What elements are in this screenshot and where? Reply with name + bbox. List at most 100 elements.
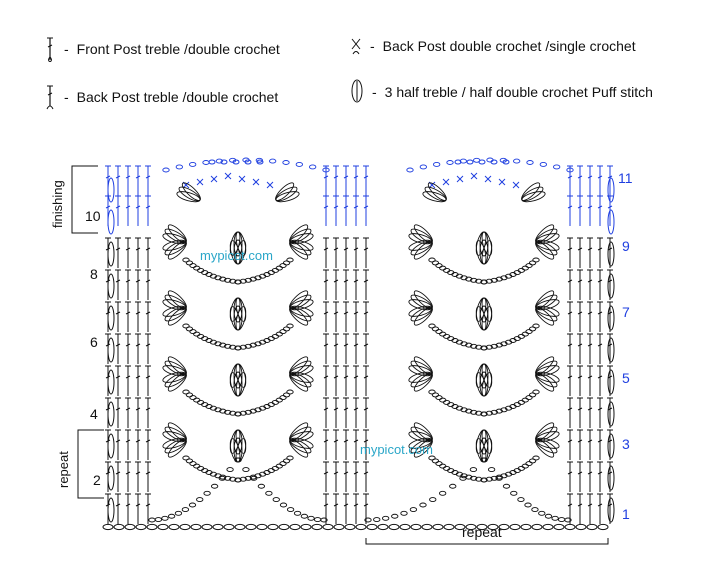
post-stitch-bar [135, 503, 141, 507]
post-stitch-bar [323, 503, 329, 507]
chain-stitch [469, 467, 478, 473]
post-stitch-bar [125, 407, 131, 411]
chain-stitch [551, 515, 559, 521]
chain-stitch [162, 167, 170, 173]
back-post-sc [512, 181, 520, 189]
chain-stitch [465, 342, 473, 348]
puff-stitch [275, 191, 300, 203]
chain-stitch [564, 523, 576, 531]
chain-stitch [470, 409, 478, 415]
post-stitch-bar [115, 343, 121, 347]
back-post-sc [498, 178, 506, 186]
legend-dash: - [64, 41, 69, 57]
chain-stitch [286, 455, 294, 461]
post-stitch-bar [363, 279, 369, 283]
chain-stitch [564, 517, 572, 523]
chain-stitch [220, 159, 228, 165]
puff-stitch-cluster [289, 224, 314, 245]
puff-stitch-cluster [229, 239, 247, 265]
chain-stitch [410, 523, 422, 531]
chain-stitch [320, 517, 328, 523]
chain-stitch [525, 461, 533, 467]
puff-stitch-cluster [475, 239, 493, 265]
chain-stitch [465, 276, 473, 282]
chain-stitch [532, 455, 540, 461]
chain-stitch [275, 463, 283, 469]
post-stitch-bar [597, 279, 603, 283]
finishing-bracket [71, 165, 98, 234]
chain-stitch [279, 329, 287, 335]
row-label-10: 10 [85, 208, 101, 224]
chain-stitch [279, 395, 287, 401]
chain-stitch [189, 161, 197, 167]
post-stitch-bar [323, 407, 329, 411]
legend-text: 3 half treble / half double crochet Puff… [384, 84, 653, 100]
post-stitch-bar [125, 205, 131, 209]
chain-stitch [475, 344, 483, 350]
chain-stitch [446, 160, 454, 165]
post-stitch-bar [363, 247, 369, 251]
chain-stitch [242, 157, 250, 163]
puff-stitch-cluster [521, 182, 546, 203]
row-label-3: 3 [622, 436, 630, 452]
puff-stitch [481, 372, 493, 397]
chain-stitch [307, 515, 315, 521]
post-stitch-bar [343, 205, 349, 209]
chain-stitch [257, 483, 266, 489]
chain-stitch [510, 490, 518, 496]
chain-stitch [223, 523, 235, 531]
post-stitch-bar [597, 503, 603, 507]
puff-stitch [535, 307, 555, 326]
post-stitch-bar [353, 205, 359, 209]
chain-stitch [443, 523, 455, 531]
chain-stitch [219, 408, 227, 414]
puff-stitch-cluster [422, 182, 447, 203]
post-stitch-bar [115, 247, 121, 251]
chain-stitch [435, 329, 443, 335]
turning-chain [607, 273, 615, 299]
chain-stitch [364, 517, 372, 523]
back-post-sc [470, 172, 478, 180]
puff-stitch-cluster [408, 290, 433, 311]
post-stitch-bar [323, 375, 329, 379]
puff-stitch-cluster [162, 437, 187, 458]
chain-stitch [419, 502, 427, 508]
post-stitch-bar [363, 407, 369, 411]
post-stitch-bar [567, 175, 573, 179]
chain-stitch [249, 276, 257, 282]
post-stitch-bar [333, 439, 339, 443]
post-stitch-bar [125, 343, 131, 347]
back-post-sc [484, 175, 492, 183]
puff-stitch [408, 437, 433, 449]
post-stitch-bar [597, 407, 603, 411]
chain-stitch [278, 523, 290, 531]
chain-stitch [193, 397, 201, 403]
chain-stitch [279, 502, 288, 508]
chain-stitch [480, 279, 488, 285]
chain-stitch [532, 323, 540, 329]
turning-chain [107, 433, 115, 459]
chain-stitch [256, 523, 268, 531]
chain-stitch [249, 474, 257, 480]
watermark-text: mypicot.com [200, 248, 273, 263]
post-stitch-bar [577, 175, 583, 179]
chain-stitch [460, 341, 468, 347]
chain-stitch [212, 523, 224, 531]
post-stitch-bar [567, 279, 573, 283]
puff-stitch-cluster [535, 356, 560, 377]
chain-stitch [189, 461, 197, 467]
post-stitch-bar [597, 311, 603, 315]
post-stitch-bar [323, 471, 329, 475]
puff-stitch [162, 239, 187, 251]
chain-stitch [224, 409, 232, 415]
repeat-bottom-bracket [365, 538, 609, 545]
back-post-sc [442, 178, 450, 186]
chain-stitch [239, 278, 247, 284]
puff-stitch-cluster [289, 437, 314, 458]
post-stitch-bar [363, 471, 369, 475]
chain-stitch [525, 263, 533, 269]
post-stitch-bar [607, 175, 613, 179]
chain-stitch [566, 167, 574, 173]
post-stitch-bar [343, 471, 349, 475]
post-stitch-bar [135, 247, 141, 251]
